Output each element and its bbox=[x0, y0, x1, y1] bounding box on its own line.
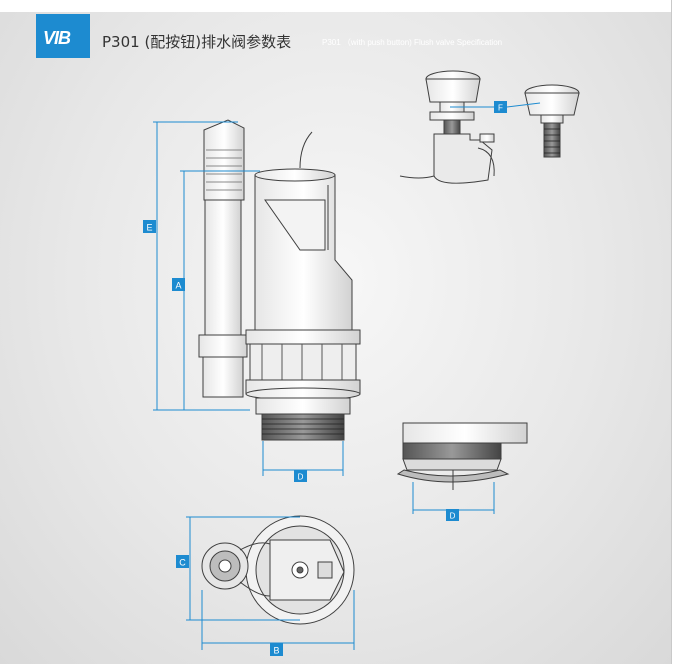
brand-logo-text: VIB bbox=[43, 28, 71, 48]
label-d-side: D bbox=[450, 512, 456, 521]
dimension-line-e bbox=[153, 121, 250, 411]
page-title-english: P301 （with push button) Flush valve Spec… bbox=[322, 38, 503, 47]
label-d-main: D bbox=[298, 473, 304, 482]
top-margin bbox=[0, 0, 671, 12]
label-e-box bbox=[143, 220, 156, 233]
top-view-drawing bbox=[201, 515, 355, 625]
label-a: A bbox=[175, 281, 181, 291]
label-d-main-box bbox=[294, 470, 307, 482]
flush-valve-body bbox=[198, 119, 361, 441]
label-b: B bbox=[273, 646, 279, 656]
label-a-box bbox=[172, 278, 185, 291]
brand-logo: VIB bbox=[36, 14, 90, 58]
page-title-chinese: P301 (配按钮)排水阀参数表 bbox=[102, 33, 292, 51]
dimension-line-c bbox=[186, 516, 300, 621]
label-d-side-box bbox=[446, 509, 459, 521]
push-button-assembly bbox=[399, 70, 495, 184]
label-f-box bbox=[494, 101, 507, 113]
button-head-part bbox=[524, 84, 580, 158]
label-f: F bbox=[498, 104, 503, 113]
dimension-line-f bbox=[450, 102, 541, 108]
label-c-box bbox=[176, 555, 189, 568]
label-b-box bbox=[270, 643, 283, 656]
label-e: E bbox=[146, 223, 152, 233]
label-c: C bbox=[179, 558, 186, 568]
side-base-view bbox=[396, 422, 528, 490]
